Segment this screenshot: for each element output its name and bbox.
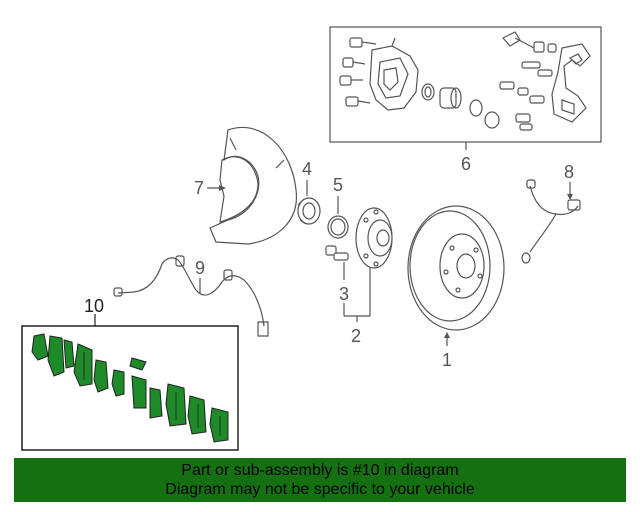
pad-backing-details (83, 352, 221, 436)
callout-6: 6 (461, 154, 471, 174)
callout-3: 3 (339, 284, 349, 304)
brake-pad-6 (111, 369, 125, 397)
caliper-body (369, 37, 419, 111)
brake-pad-set (31, 333, 229, 443)
wheel-bearing (297, 197, 321, 225)
callout-9: 9 (195, 258, 205, 278)
callout-5: 5 (333, 175, 343, 195)
callout-2: 2 (351, 326, 361, 346)
brake-pad-4 (73, 343, 93, 387)
brake-pad-9 (149, 387, 163, 419)
callout-bracket-2 (343, 268, 371, 322)
brake-hose (521, 179, 581, 264)
snap-ring (327, 215, 349, 239)
hub-bolt (325, 245, 349, 261)
brake-pad-8 (131, 375, 147, 409)
brake-pad-7 (129, 357, 147, 371)
brake-rotor (407, 205, 505, 331)
brake-pad-11 (187, 395, 207, 435)
info-banner: Part or sub-assembly is #10 in diagram D… (14, 458, 626, 502)
callout-line-1 (444, 332, 450, 346)
wheel-hub (355, 207, 393, 269)
caliper-piston-seals (421, 83, 500, 129)
brake-pad-5 (93, 359, 109, 393)
splash-shield (209, 127, 297, 245)
caliper-bracket (551, 43, 591, 123)
brake-pad-3 (63, 339, 75, 369)
brake-pad-1 (31, 333, 49, 361)
callout-8: 8 (564, 162, 574, 182)
caliper-assembly-group (329, 26, 602, 143)
abs-sensor-wire (113, 255, 269, 337)
caliper-bolts-left (339, 37, 377, 107)
callout-4: 4 (302, 159, 312, 179)
banner-line-1: Part or sub-assembly is #10 in diagram (181, 462, 459, 479)
callout-line-7 (207, 185, 226, 191)
brake-pad-12 (209, 407, 229, 443)
caliper-hardware-right (499, 31, 557, 131)
callout-10: 10 (84, 296, 104, 316)
brake-pad-2 (47, 335, 65, 377)
callout-7: 7 (194, 178, 204, 198)
banner-line-2: Diagram may not be specific to your vehi… (165, 481, 475, 498)
callout-1: 1 (442, 350, 452, 370)
callout-line-8 (567, 182, 573, 200)
